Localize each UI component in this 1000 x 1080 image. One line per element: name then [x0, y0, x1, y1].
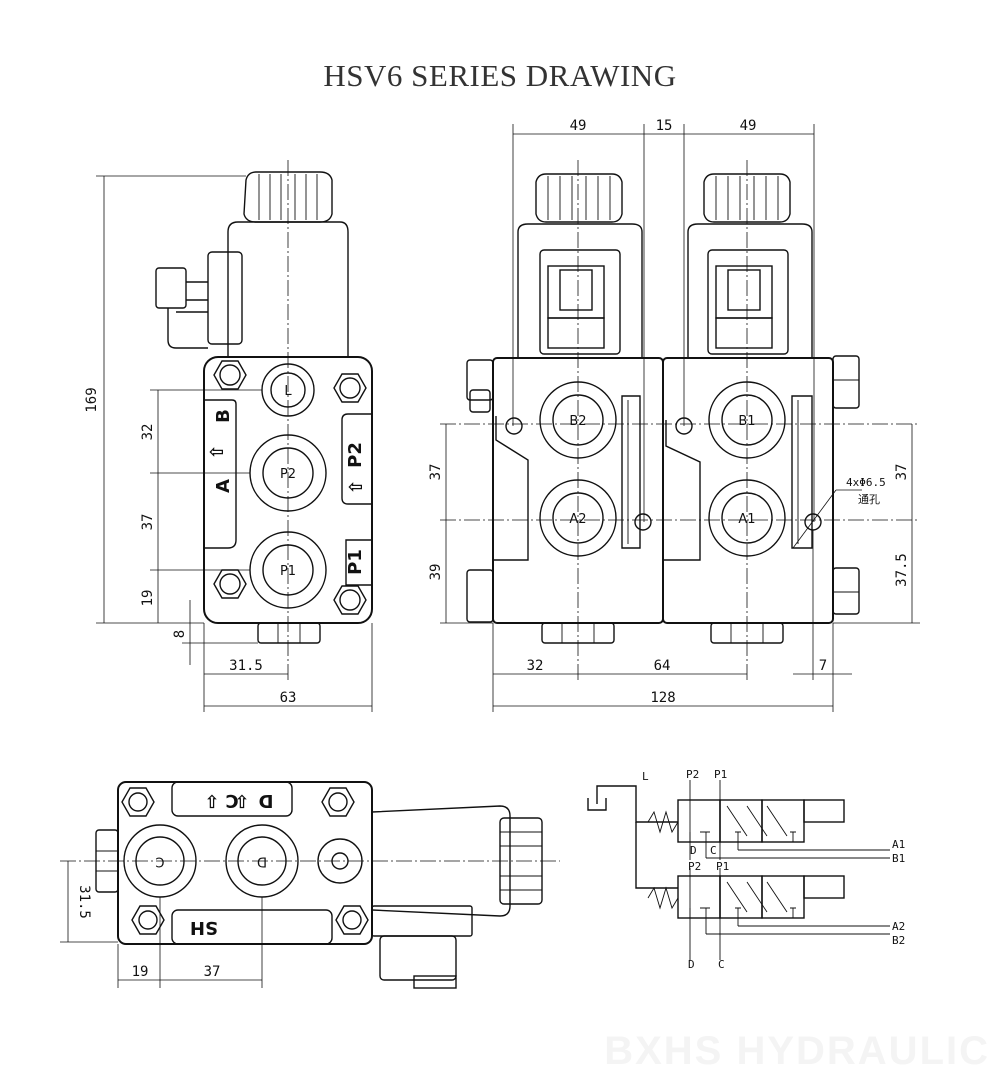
dim-32: 32 — [140, 424, 156, 441]
dim-32-front: 32 — [527, 658, 544, 674]
sch-label-A2: A2 — [892, 920, 905, 933]
port-label-D: D — [257, 854, 267, 869]
dim-49-right: 49 — [740, 118, 757, 134]
hole-note: 4xΦ6.5 — [846, 476, 886, 489]
sch-label-L: L — [642, 770, 649, 783]
top-dimensions: 31.5 19 37 — [60, 861, 263, 988]
mark-P2: P2 — [345, 442, 366, 468]
dim-169: 169 — [84, 387, 100, 412]
front-port-B1: B1 — [708, 381, 786, 459]
dim-37: 37 — [140, 514, 156, 531]
port-label-P2: P2 — [280, 467, 296, 482]
mark-arrow-a: ⇧ — [207, 444, 228, 459]
dim-8: 8 — [172, 630, 188, 638]
top-view: C ⇩ D ⇩ SH C D — [60, 781, 560, 989]
sch-label-B1: B1 — [892, 852, 905, 865]
front-port-B2: B2 — [539, 381, 617, 459]
port-label-B2: B2 — [569, 414, 586, 429]
mount-hole — [804, 513, 822, 531]
mark-arrow-c: ⇩ — [204, 790, 219, 811]
side-dimensions: 169 32 37 19 8 31.5 63 — [84, 175, 373, 712]
dim-37-left: 37 — [428, 464, 444, 481]
dim-64: 64 — [654, 658, 671, 674]
front-fittings — [466, 355, 860, 623]
front-block-right — [662, 357, 834, 624]
mark-C: C — [225, 790, 238, 811]
port-label-L: L — [284, 384, 292, 399]
sch-label-P2: P2 — [686, 768, 699, 781]
mark-SH: SH — [190, 917, 218, 938]
mark-A: A — [213, 479, 234, 493]
port-label-C: C — [155, 854, 164, 869]
sch-label-C-bottom: C — [718, 958, 725, 971]
dim-37-top: 37 — [204, 964, 221, 980]
mark-arrow-p2: ⇧ — [346, 479, 367, 494]
sch-label-P2-lower: P2 — [688, 860, 701, 873]
port-label-P1: P1 — [280, 564, 296, 579]
port-label-A2: A2 — [569, 512, 586, 527]
dim-19-top: 19 — [132, 964, 149, 980]
front-port-A1: A1 — [708, 479, 786, 557]
dim-39: 39 — [428, 564, 444, 581]
port-label-B1: B1 — [738, 414, 755, 429]
front-knob-left — [535, 173, 623, 223]
dim-31-5-top: 31.5 — [76, 885, 92, 919]
watermark: BXHS HYDRAULIC — [604, 1029, 990, 1073]
hole-note-cn: 通孔 — [858, 493, 880, 506]
sch-label-C: C — [710, 844, 717, 857]
sch-label-D-bottom: D — [688, 958, 695, 971]
side-bolts — [213, 360, 367, 615]
dim-128: 128 — [650, 690, 675, 706]
sch-label-D: D — [690, 844, 697, 857]
dim-19: 19 — [140, 590, 156, 607]
sch-label-P1: P1 — [714, 768, 727, 781]
front-solenoid-left — [517, 223, 643, 358]
side-connector — [155, 251, 243, 349]
dim-15: 15 — [656, 118, 673, 134]
sch-label-A1: A1 — [892, 838, 905, 851]
side-knob — [243, 171, 333, 223]
mark-arrow-d: ⇩ — [234, 790, 249, 811]
hydraulic-schematic: L P2 P1 D C P2 P1 A1 B1 A2 B2 D C — [587, 768, 905, 971]
mark-D: D — [259, 790, 274, 811]
mount-hole — [505, 417, 523, 435]
front-dimensions: 49 15 49 37 39 37 37.5 32 64 7 128 — [428, 118, 920, 712]
front-solenoid-right — [687, 223, 813, 358]
dim-63: 63 — [280, 690, 297, 706]
front-knob-right — [703, 173, 791, 223]
dim-7: 7 — [819, 658, 827, 674]
dim-49-left: 49 — [570, 118, 587, 134]
front-port-A2: A2 — [539, 479, 617, 557]
port-label-A1: A1 — [738, 512, 755, 527]
mount-hole — [634, 513, 652, 531]
drawing-title: HSV6 SERIES DRAWING — [323, 58, 677, 93]
mark-P1: P1 — [345, 549, 366, 575]
sch-label-B2: B2 — [892, 934, 905, 947]
sch-label-P1-lower: P1 — [716, 860, 729, 873]
front-view: 4xΦ6.5 通孔 B2 B1 A2 A1 — [428, 118, 920, 712]
side-view: L P2 P1 B ⇧ A P2 ⇧ P1 169 — [84, 160, 373, 712]
dim-31-5: 31.5 — [229, 658, 263, 674]
mark-B: B — [213, 409, 234, 423]
dim-37-5: 37.5 — [894, 553, 910, 587]
dim-37-right: 37 — [894, 464, 910, 481]
